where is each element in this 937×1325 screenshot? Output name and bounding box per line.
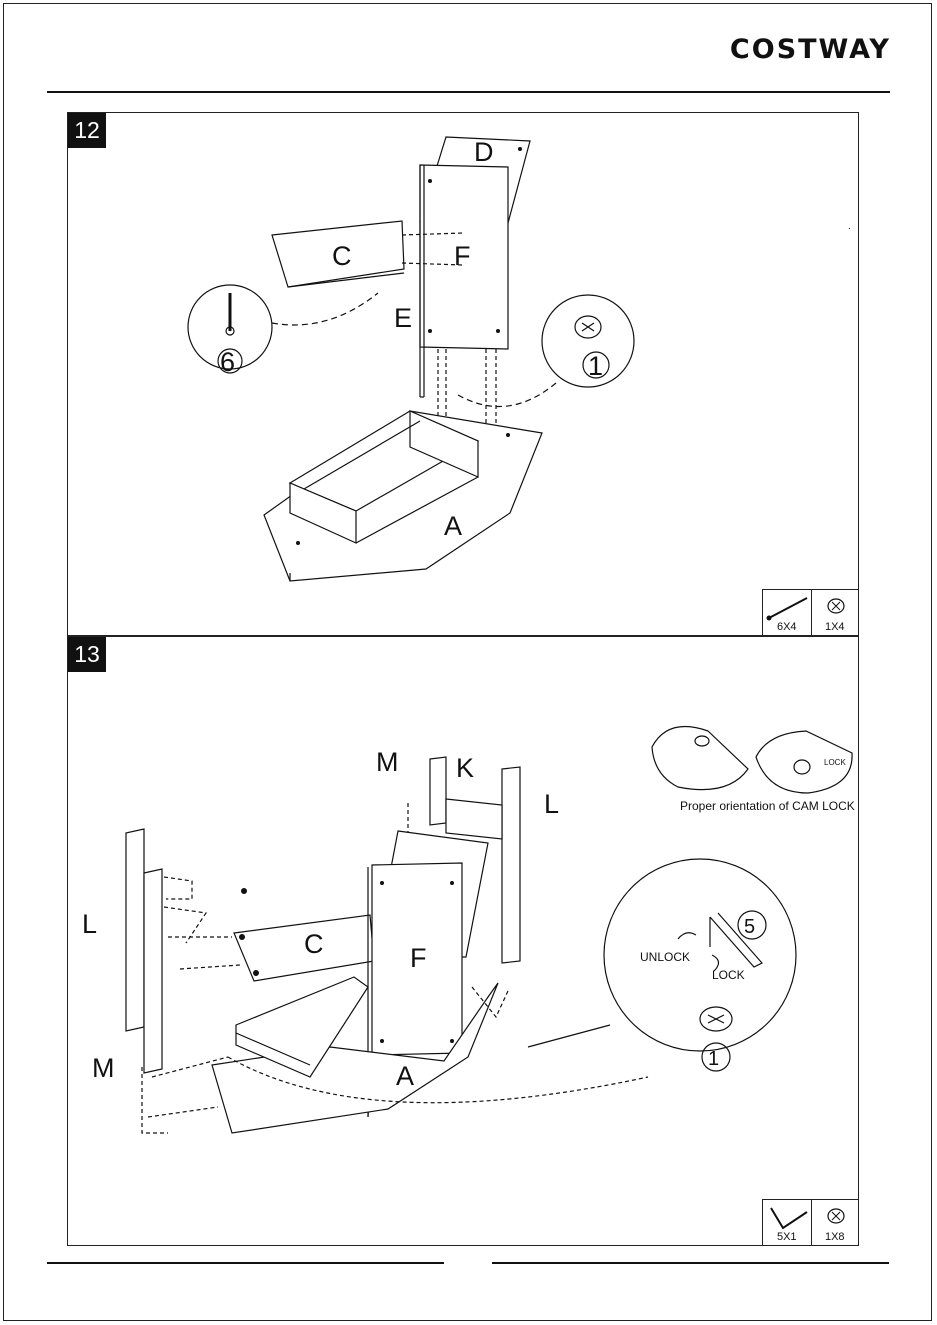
- panel-l-right: [502, 767, 520, 963]
- brand-logo: COSTWAY: [730, 34, 891, 65]
- legend-cam: 1X8: [811, 1200, 859, 1245]
- step-12-diagram: D C F E A 6 1 .: [68, 113, 860, 637]
- panel-m-left: [144, 869, 162, 1073]
- callout-screw-number: 6: [220, 347, 235, 377]
- legend-screw-qty: 6X4: [763, 621, 811, 633]
- allen-key-icon: [763, 1202, 811, 1232]
- callout-cam-number: 1: [708, 1048, 719, 1070]
- header-rule: [47, 91, 890, 93]
- label-f: F: [410, 943, 427, 973]
- panel-m-top: [430, 757, 446, 825]
- footer-rule-right: [492, 1262, 889, 1264]
- label-m-top: M: [376, 747, 399, 777]
- label-e: E: [394, 303, 412, 333]
- screw-icon: [763, 592, 811, 622]
- callout-cam-number: 1: [588, 351, 603, 381]
- label-c: C: [304, 929, 324, 959]
- lock-text: LOCK: [712, 968, 745, 982]
- legend-allen-key: 5X1: [763, 1200, 811, 1245]
- label-l-right: L: [544, 789, 559, 819]
- step-12-panel: 12: [67, 112, 859, 636]
- label-a: A: [396, 1061, 414, 1091]
- hardware-legend: 6X4 1X4: [762, 589, 859, 636]
- inset-lock-text: LOCK: [824, 758, 846, 767]
- footer-rule-left: [47, 1262, 444, 1264]
- cam-lock-icon: [812, 1202, 860, 1232]
- stray-mark: .: [848, 221, 851, 232]
- hardware-legend: 5X1 1X8: [762, 1199, 859, 1246]
- step-13-panel: 13: [67, 636, 859, 1246]
- legend-cam-qty: 1X8: [812, 1231, 859, 1243]
- label-c: C: [332, 241, 352, 271]
- legend-cam: 1X4: [811, 590, 859, 635]
- panel-l-left: [126, 829, 144, 1031]
- legend-allen-key-qty: 5X1: [763, 1231, 811, 1243]
- label-k: K: [456, 753, 474, 783]
- legend-cam-qty: 1X4: [812, 621, 859, 633]
- label-l-left: L: [82, 909, 97, 939]
- cam-orientation-caption: Proper orientation of CAM LOCK: [680, 799, 855, 813]
- legend-screw: 6X4: [763, 590, 811, 635]
- cam-lock-icon: [812, 592, 860, 622]
- label-f: F: [454, 241, 471, 271]
- label-d: D: [474, 137, 494, 167]
- label-a: A: [444, 511, 462, 541]
- callout-tool-number: 5: [744, 916, 755, 938]
- step-13-diagram: M K L L C F M A 5 1 UNLOCK LOCK LOCK: [68, 637, 860, 1247]
- label-m-bottom: M: [92, 1053, 115, 1083]
- panel-k: [446, 799, 502, 839]
- unlock-text: UNLOCK: [640, 950, 690, 964]
